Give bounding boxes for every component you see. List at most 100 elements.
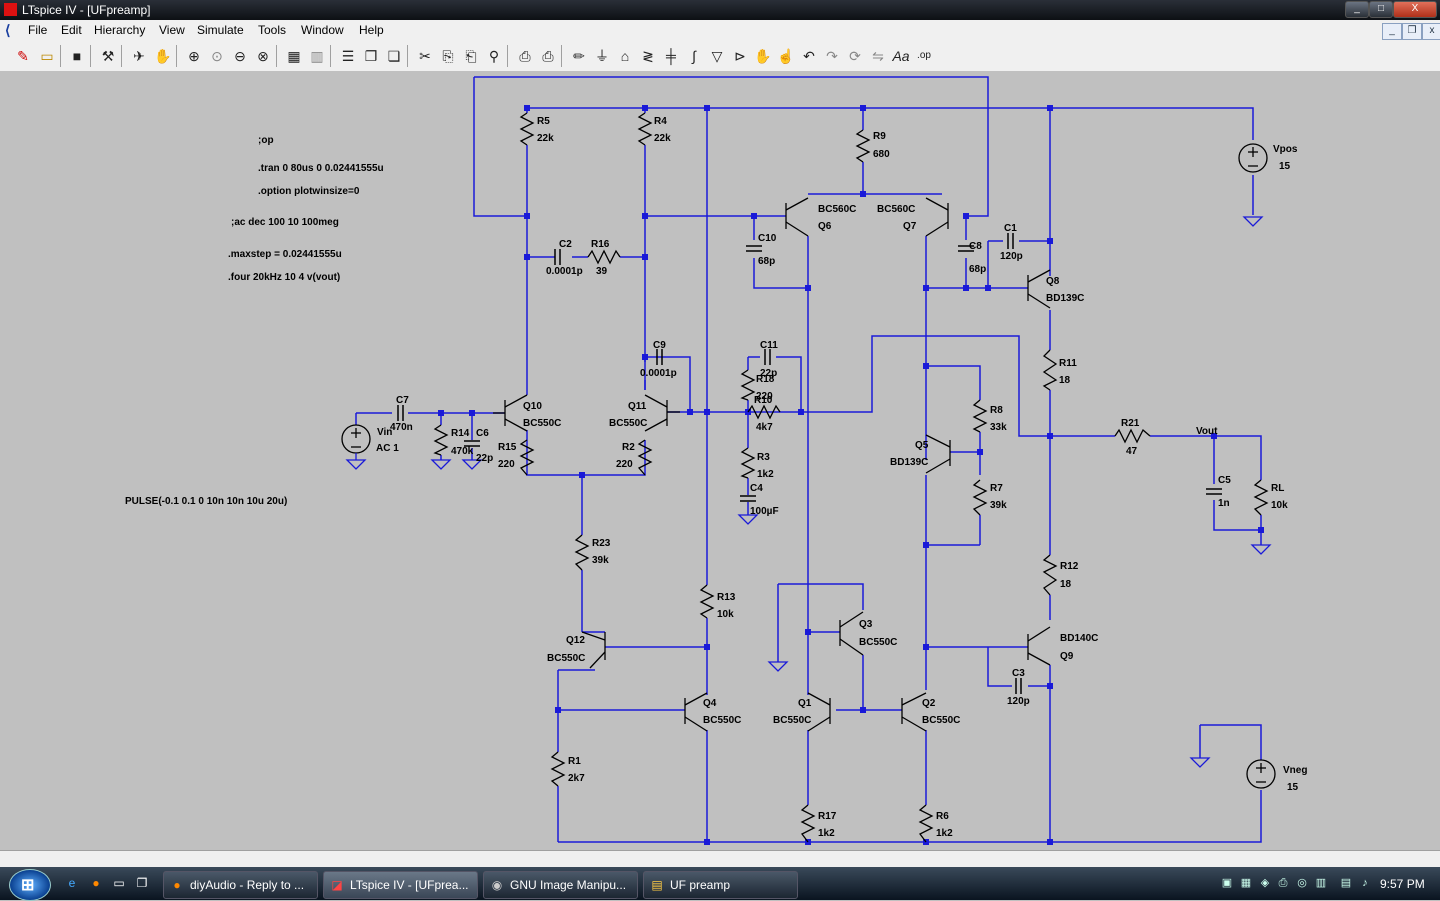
run-icon[interactable]: ✈: [133, 48, 145, 64]
menu-simulate[interactable]: Simulate: [197, 23, 244, 37]
autorange-icon[interactable]: ▦: [287, 48, 301, 64]
diode-icon[interactable]: ▽: [711, 48, 723, 64]
label-c6: C6: [476, 428, 489, 439]
start-button[interactable]: ⊞: [9, 869, 51, 901]
task-diyaudio[interactable]: ● diyAudio - Reply to ...: [163, 871, 318, 899]
close-button[interactable]: X: [1393, 1, 1437, 18]
resistor-icon[interactable]: ≷: [642, 48, 654, 64]
transistor-q7: [925, 197, 949, 237]
rotate-icon[interactable]: ⟳: [849, 48, 861, 64]
drag-icon[interactable]: ☝: [777, 48, 795, 64]
copy-icon[interactable]: ⎘: [442, 48, 454, 64]
label-vout: Vout: [1196, 426, 1218, 437]
clock[interactable]: 9:57 PM: [1380, 877, 1425, 891]
label-r23v: 39k: [592, 555, 609, 566]
label-r8v: 33k: [990, 422, 1007, 433]
cut-icon[interactable]: ✂: [419, 48, 431, 64]
zoom-in-icon[interactable]: ⊕: [188, 48, 200, 64]
inductor-icon[interactable]: ∫: [692, 48, 696, 64]
component-icon[interactable]: ⊳: [734, 48, 746, 64]
tray-printer-icon[interactable]: ⎙: [1278, 877, 1288, 889]
firefox-icon[interactable]: ●: [92, 876, 100, 890]
minimize-button[interactable]: _: [1345, 1, 1369, 18]
draw-wire-icon[interactable]: ✏: [573, 48, 585, 64]
label-net-icon[interactable]: ⌂: [620, 48, 630, 64]
window-title: LTspice IV - [UFpreamp]: [22, 3, 151, 17]
task-uf-preamp[interactable]: ▤ UF preamp: [643, 871, 798, 899]
open-icon[interactable]: ▭: [40, 48, 54, 64]
menu-edit[interactable]: Edit: [61, 23, 82, 37]
schematic-canvas[interactable]: ;op .tran 0 80us 0 0.02441555u .option p…: [0, 71, 1440, 850]
capacitor-icon[interactable]: ╪: [666, 48, 676, 64]
ground-rl: [1250, 544, 1272, 555]
save-icon[interactable]: ■: [72, 48, 82, 64]
grounds: [345, 216, 1272, 768]
ground-icon[interactable]: ⏚: [595, 48, 609, 64]
zoom-fit-icon[interactable]: ⊗: [257, 48, 269, 64]
label-c4: C4: [750, 483, 763, 494]
switch-windows-icon[interactable]: ❐: [136, 876, 148, 890]
zoom-area-icon[interactable]: ⊙: [211, 48, 223, 64]
tray-device-icon[interactable]: ▥: [1315, 877, 1327, 889]
label-q3m: BC550C: [859, 637, 897, 648]
mdi-minimize-button[interactable]: _: [1382, 23, 1402, 40]
task-ltspice[interactable]: ◪ LTspice IV - [UFprea...: [323, 871, 478, 899]
control-panel-icon[interactable]: ⚒: [101, 48, 115, 64]
tray-volume-icon[interactable]: ♪: [1362, 877, 1368, 889]
task-gimp[interactable]: ◉ GNU Image Manipu...: [483, 871, 638, 899]
new-schematic-icon[interactable]: ✎: [17, 48, 29, 64]
resistor-r12: [1042, 554, 1058, 596]
mirror-icon[interactable]: ⇋: [872, 48, 884, 64]
menu-tools[interactable]: Tools: [258, 23, 287, 37]
redo-icon[interactable]: ↷: [826, 48, 838, 64]
menu-help[interactable]: Help: [359, 23, 384, 37]
label-q12m: BC550C: [547, 653, 585, 664]
show-desktop-icon[interactable]: ▭: [113, 876, 125, 890]
tray-network-status-icon[interactable]: ▤: [1340, 877, 1352, 889]
zoom-out-icon[interactable]: ⊖: [234, 48, 246, 64]
capacitor-c11: [764, 349, 771, 365]
label-r16: R16: [591, 239, 610, 250]
find-icon[interactable]: ⚲: [488, 48, 500, 64]
tile-vertical-icon[interactable]: ❐: [364, 48, 378, 64]
label-c3v: 120p: [1007, 696, 1030, 707]
label-q3: Q3: [859, 619, 873, 630]
ltspice-icon: ◪: [331, 878, 343, 892]
tray-network-icon[interactable]: ▣: [1221, 877, 1233, 889]
capacitor-c8: [958, 245, 974, 252]
menu-file[interactable]: File: [28, 23, 48, 37]
tray-shield-icon[interactable]: ◈: [1260, 877, 1270, 889]
transistor-q10: [493, 394, 528, 432]
text-icon[interactable]: Aa: [892, 48, 910, 64]
schematic-drawing[interactable]: ;op .tran 0 80us 0 0.02441555u .option p…: [0, 71, 1440, 850]
dc-op-icon[interactable]: ▥: [310, 48, 324, 64]
move-icon[interactable]: ✋: [754, 48, 772, 64]
label-q11m: BC550C: [609, 418, 647, 429]
resistor-r9: [855, 129, 871, 163]
maximize-button[interactable]: □: [1369, 1, 1393, 18]
label-c8v: 68p: [969, 264, 986, 275]
menu-hierarchy[interactable]: Hierarchy: [94, 23, 146, 37]
mdi-restore-button[interactable]: ❐: [1402, 23, 1422, 40]
pan-icon[interactable]: ✋: [154, 48, 172, 64]
label-q11: Q11: [628, 401, 647, 412]
label-c2v: 0.0001p: [546, 266, 583, 277]
spice-directive-icon[interactable]: .op: [917, 50, 931, 61]
print-icon[interactable]: ⎙: [542, 48, 554, 64]
cascade-icon[interactable]: ❏: [387, 48, 401, 64]
menu-view[interactable]: View: [159, 23, 185, 37]
source-vpos: [1238, 143, 1268, 173]
resistor-r23: [574, 534, 590, 571]
print-preview-icon[interactable]: ⎙: [519, 48, 531, 64]
ltspice-menu-icon[interactable]: ⟨: [5, 22, 11, 38]
ground-q3: [767, 661, 789, 672]
menu-window[interactable]: Window: [301, 23, 344, 37]
paste-icon[interactable]: ⎗: [465, 48, 477, 64]
mdi-close-button[interactable]: x: [1422, 23, 1440, 40]
tray-update-icon[interactable]: ◎: [1297, 877, 1307, 889]
tile-horizontal-icon[interactable]: ☰: [341, 48, 355, 64]
label-q4: Q4: [703, 698, 717, 709]
undo-icon[interactable]: ↶: [803, 48, 815, 64]
ie-icon[interactable]: e: [68, 876, 76, 890]
tray-keyboard-icon[interactable]: ▦: [1240, 877, 1252, 889]
